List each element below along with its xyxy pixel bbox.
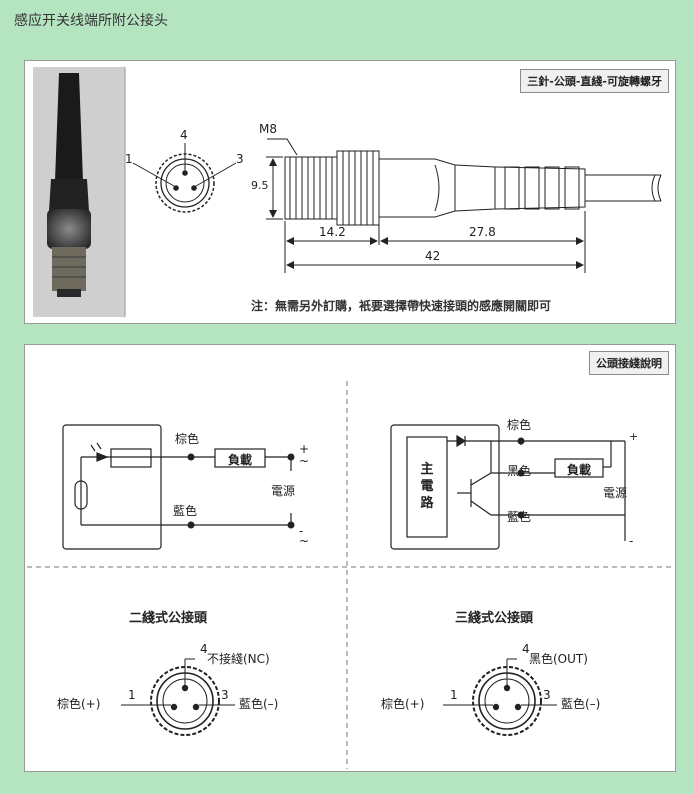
dimension-27-8: 27.8 [469, 225, 496, 239]
three-wire-load: 負載 [566, 463, 591, 477]
dimension-14-2: 14.2 [319, 225, 346, 239]
three-wire-pin3-num: 3 [543, 688, 551, 702]
dimension-drawing [33, 67, 662, 317]
two-wire-pin1-num: 1 [128, 688, 136, 702]
two-wire-tilde-top: ~ [299, 454, 310, 468]
three-wire-head-title: 三綫式公接頭 [455, 611, 534, 626]
two-wire-blue-label: 藍色 [173, 504, 198, 518]
three-wire-brown-label: 棕色 [507, 418, 532, 432]
dimension-total: 42 [425, 249, 441, 263]
two-wire-tilde-bottom: ~ [299, 534, 310, 548]
two-wire-head-title: 二綫式公接頭 [129, 611, 208, 626]
wiring-panel: 公頭接綫說明 棕色 藍色 負載 + ~ 電源 - ~ 棕色 黑色 藍色 負載 主… [24, 344, 676, 772]
three-wire-pin1-num: 1 [450, 688, 458, 702]
three-wire-pin-diagram [443, 658, 557, 736]
three-wire-plus: + [629, 430, 639, 443]
page-title: 感应开关线端所附公接头 [14, 13, 168, 29]
three-wire-power: 電源 [603, 486, 628, 500]
three-wire-pin3-label: 藍色(–) [561, 697, 601, 711]
two-wire-pin4-num: 4 [200, 642, 208, 656]
wiring-tag: 公頭接綫說明 [589, 351, 669, 375]
pin-face-view [132, 143, 237, 213]
two-wire-pin-diagram [121, 658, 235, 736]
two-wire-minus: - [299, 524, 304, 538]
three-wire-blue-label: 藍色 [507, 510, 532, 524]
two-wire-brown-label: 棕色 [175, 432, 200, 446]
two-wire-pin1-label: 棕色(+) [57, 697, 101, 711]
dimension-panel: 三針-公頭-直綫-可旋轉螺牙 4 1 3 M8 9.5 14.2 27.8 42… [24, 60, 676, 324]
two-wire-load: 負載 [227, 453, 252, 467]
three-wire-minus: - [629, 534, 634, 548]
side-view [284, 150, 662, 226]
two-wire-plus: + [299, 442, 310, 456]
two-wire-pin4-label: 不接綫(NC) [207, 652, 270, 666]
three-wire-circuit [390, 424, 626, 550]
two-wire-pin3-label: 藍色(–) [239, 697, 279, 711]
pin-number-4: 4 [180, 128, 188, 142]
three-wire-black-label: 黑色 [507, 464, 532, 478]
three-wire-pin4-num: 4 [522, 642, 530, 656]
two-wire-power: 電源 [271, 484, 296, 498]
wiring-drawing [27, 381, 673, 769]
pin-number-1: 1 [125, 152, 133, 166]
diameter-dimension: 9.5 [251, 179, 269, 192]
order-note: 注：無需另外訂購，衹要選擇帶快速接頭的感應開關即可 [251, 299, 552, 313]
main-circuit-label: 主電路 [420, 462, 434, 511]
connector-type-tag: 三針-公頭-直綫-可旋轉螺牙 [520, 69, 669, 93]
two-wire-pin3-num: 3 [221, 688, 229, 702]
three-wire-pin1-label: 棕色(+) [381, 697, 425, 711]
pin-number-3: 3 [236, 152, 244, 166]
two-wire-circuit [62, 424, 292, 550]
thread-label: M8 [259, 122, 277, 136]
three-wire-pin4-label: 黑色(OUT) [529, 652, 588, 666]
